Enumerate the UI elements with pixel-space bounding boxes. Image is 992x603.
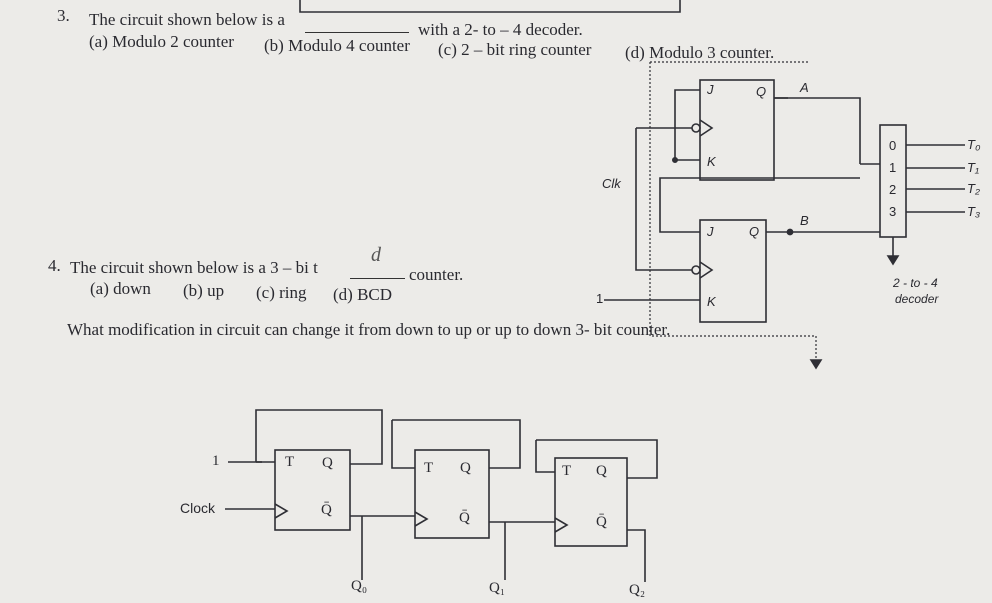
ff2-output: Q₂ [629,582,646,598]
decoder-input-1: 1 [889,160,897,175]
ff-bottom-j: J [707,224,714,239]
decoder-input-2: 2 [889,182,897,197]
q3-stem-start: The circuit shown below is a [89,10,285,29]
q4-stem-end: counter. [409,265,464,284]
ff1-t: T [424,460,434,476]
decoder-input-0: 0 [889,138,897,153]
ff2-qbar: Q̄ [596,514,607,530]
ff1-qbar: Q̄ [459,510,470,526]
output-b-label: B [800,213,809,228]
decoder-output-t2: T₂ [967,181,980,196]
q3-option-a: (a) Modulo 2 counter [89,32,234,51]
decoder-caption-top: 2 - to - 4 [893,276,938,290]
ff-bottom-q: Q [749,224,760,239]
q4-option-c: (c) ring [256,283,307,302]
t-input-one: 1 [212,453,220,469]
ff0-t: T [285,454,295,470]
q4-handwritten-answer: d [371,244,381,266]
q3-stem-end: with a 2- to – 4 decoder. [418,20,583,39]
q4-followup: What modification in circuit can change … [67,320,671,339]
clk-label: Clk [602,176,621,191]
q4-option-b: (b) up [183,281,225,300]
decoder-output-t0: T₀ [967,137,981,152]
t-flipflop-2 [554,457,628,547]
q4-blank [350,263,405,284]
q3-option-d: (d) Modulo 3 counter. [625,43,775,62]
t-flipflop-1 [414,449,490,539]
ff-top-j: J [707,82,714,97]
decoder-input-3: 3 [889,204,897,219]
decoder-caption-bottom: decoder [895,292,939,306]
previous-figure-edge [299,0,681,13]
ff2-q: Q [596,463,607,479]
q3-number: 3. [57,6,70,25]
ff2-t: T [562,463,572,479]
ff-top-k: K [707,154,716,169]
ff0-q: Q [322,455,333,471]
q3-blank [305,15,409,38]
q4-number: 4. [48,256,61,275]
k-input-one: 1 [596,291,604,306]
q4-option-d: (d) BCD [333,285,393,304]
clock-label: Clock [180,500,216,516]
ff0-output: Q₀ [351,578,368,594]
ff0-qbar: Q̄ [321,502,332,518]
q3-option-c: (c) 2 – bit ring counter [438,40,592,59]
q4-stem-start: The circuit shown below is a 3 – bi t [70,258,318,277]
q4-option-a: (a) down [90,279,151,298]
q3-option-b: (b) Modulo 4 counter [264,36,410,55]
decoder-output-t3: T₃ [967,204,981,219]
t-flipflop-0 [274,449,351,531]
output-a-label: A [800,80,809,95]
ff1-q: Q [460,460,471,476]
ff1-output: Q₁ [489,580,506,596]
ff-top-q: Q [756,84,767,99]
ff-bottom-k: K [707,294,716,309]
decoder-output-t1: T₁ [967,160,980,175]
